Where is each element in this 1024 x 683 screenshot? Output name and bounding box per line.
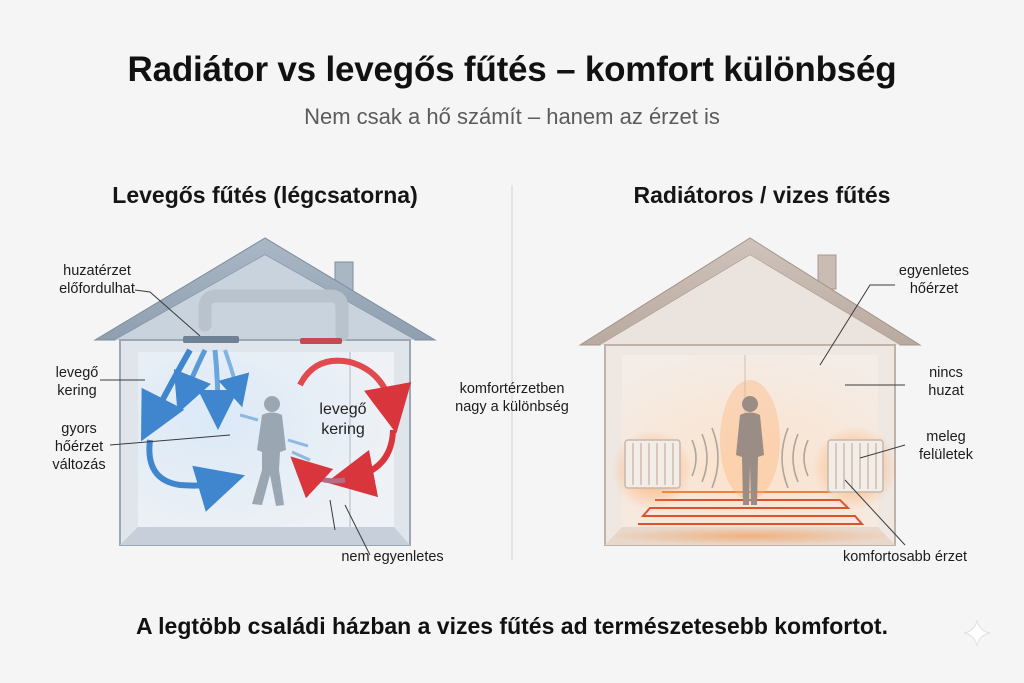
label-air-circulates-room: levegő kering <box>319 401 367 438</box>
left-panel-heading: Levegős fűtés (légcsatorna) <box>112 182 418 208</box>
left-leader-lines <box>100 289 371 556</box>
page-subtitle: Nem csak a hő számít – hanem az érzet is <box>304 104 720 129</box>
radiator-left <box>612 430 692 510</box>
right-leader-lines <box>819 284 906 546</box>
page-title: Radiátor vs levegős fűtés – komfort külö… <box>127 50 897 89</box>
right-panel-heading: Radiátoros / vizes fűtés <box>633 182 891 208</box>
cool-air-arrows <box>141 348 311 512</box>
label-more-comfort: komfortosabb érzet <box>842 549 968 565</box>
label-draft: huzatérzet előfordulhat <box>59 263 135 297</box>
person-figure-right <box>720 380 780 505</box>
footer-conclusion: A legtöbb családi házban a vizes fűtés a… <box>136 613 888 639</box>
label-even-warmth: egyenletes hőérzet <box>898 263 970 297</box>
person-figure-left <box>252 396 286 506</box>
radiator-right <box>813 426 897 510</box>
sparkle-icon <box>963 619 991 647</box>
label-comfort-difference: komfortérzetben nagy a különbség <box>455 381 569 415</box>
label-fast-change: gyors hőérzet változás <box>52 421 106 473</box>
label-warm-surfaces: meleg felületek <box>918 429 973 463</box>
heat-waves <box>691 427 809 489</box>
label-no-draft: nincs huzat <box>928 365 964 399</box>
label-air-circulates: levegő kering <box>55 365 99 399</box>
label-uneven: nem egyenletes <box>341 549 444 565</box>
warm-air-arrows <box>290 357 412 499</box>
